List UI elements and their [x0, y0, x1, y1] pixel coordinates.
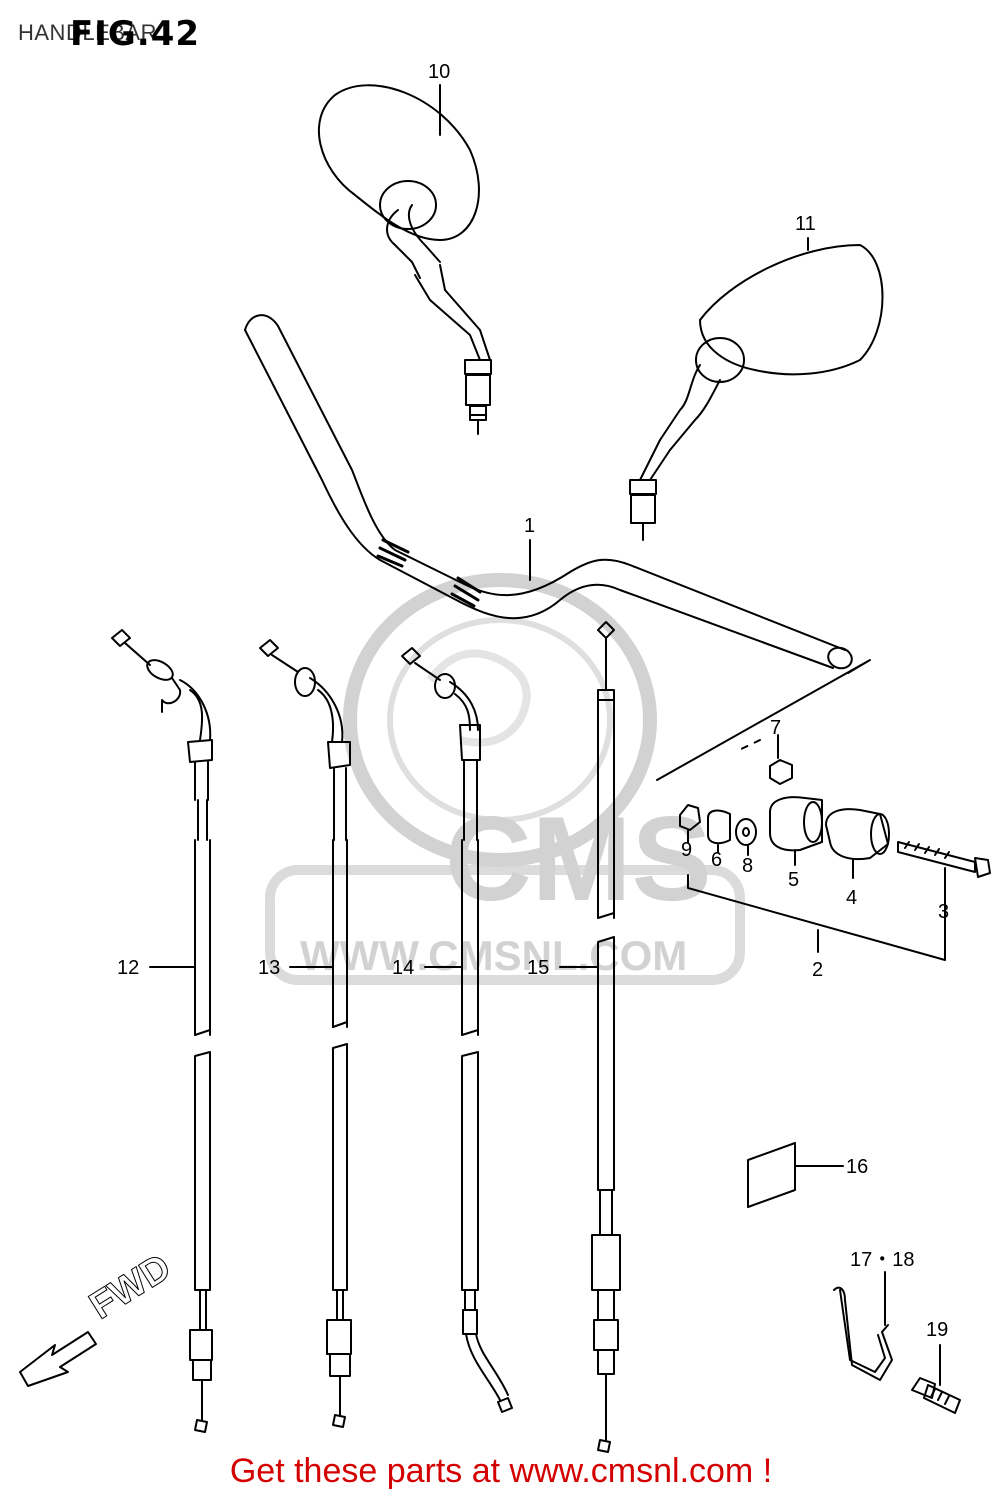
callout-4: 4 — [846, 887, 857, 909]
callout-17-18: 17・18 — [850, 1249, 915, 1271]
callout-3: 3 — [938, 901, 949, 923]
part-8-washer — [735, 818, 757, 856]
callout-15: 15 — [527, 957, 549, 979]
part-4-grip-end — [825, 808, 890, 879]
fwd-arrow — [19, 1331, 97, 1387]
watermark-logo-ring — [343, 573, 657, 867]
callout-6: 6 — [711, 849, 722, 871]
part-6-spacer — [707, 809, 731, 853]
callout-5: 5 — [788, 869, 799, 891]
fwd-label: FWD — [83, 1246, 179, 1327]
part-19-bolt — [911, 1344, 961, 1414]
callout-13: 13 — [258, 957, 280, 979]
callout-19: 19 — [926, 1319, 948, 1341]
part2-bracket — [656, 659, 946, 961]
watermark-url: WWW.CMSNL.COM — [300, 932, 687, 979]
cable-14 — [401, 647, 513, 1413]
part-7-nut — [769, 734, 793, 785]
part-16-label — [747, 1142, 844, 1208]
callout-12: 12 — [117, 957, 139, 979]
cable-15 — [559, 621, 621, 1453]
mirror-left — [318, 84, 492, 435]
callout-14: 14 — [392, 957, 414, 979]
figure-title: FIG.42 — [70, 14, 201, 54]
mirror-right — [629, 244, 884, 541]
part-17-18-clip — [833, 1271, 893, 1381]
callout-2: 2 — [812, 959, 823, 981]
callout-8: 8 — [742, 855, 753, 877]
handlebar — [244, 314, 853, 670]
watermark-brand: CMS — [445, 792, 712, 926]
cable-12 — [111, 629, 213, 1433]
part-9-collar — [679, 804, 701, 843]
part-5-weight — [769, 796, 823, 866]
callout-10: 10 — [428, 61, 450, 83]
page-heading: HANDLEBAR — [18, 20, 157, 45]
callout-7: 7 — [770, 717, 781, 739]
part-3-bolt — [897, 841, 991, 896]
callout-16: 16 — [846, 1156, 868, 1178]
callout-11: 11 — [795, 213, 816, 235]
callout-9: 9 — [681, 839, 692, 861]
callout-numbers: 1 2 3 4 5 6 7 8 9 10 11 12 13 14 15 16 1… — [117, 61, 949, 1341]
cta-link[interactable]: Get these parts at www.cmsnl.com ! — [229, 1452, 773, 1490]
callout-1: 1 — [524, 515, 535, 537]
watermark: CMS WWW.CMSNL.COM — [265, 573, 745, 985]
cable-13 — [259, 639, 352, 1428]
